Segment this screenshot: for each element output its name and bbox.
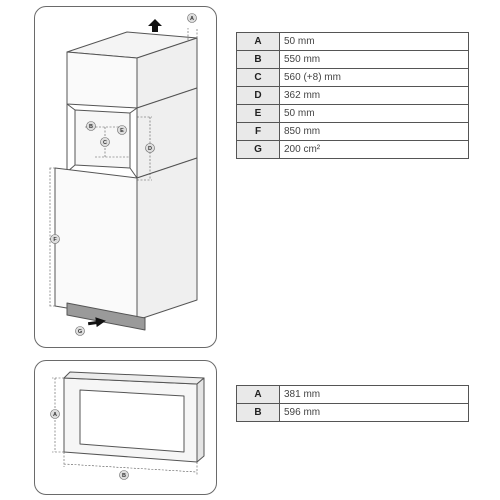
air-inlet-arrow — [87, 317, 106, 328]
dimension-value: 550 mm — [279, 50, 469, 69]
dimension-key: B — [236, 50, 280, 69]
dimension-key: G — [236, 140, 280, 159]
table-row: G 200 cm² — [236, 140, 469, 159]
callout-A: A — [187, 13, 197, 23]
svg-text:F: F — [53, 237, 57, 243]
dimension-value: 362 mm — [279, 86, 469, 105]
trim-frame — [63, 371, 205, 463]
callout-frame-B: B — [119, 470, 129, 480]
callout-E: E — [117, 125, 127, 135]
table-row: F 850 mm — [236, 122, 469, 141]
dimension-key: A — [236, 385, 280, 404]
dimension-key: E — [236, 104, 280, 123]
table-row: A 50 mm — [236, 32, 469, 51]
table-row: A 381 mm — [236, 385, 469, 404]
installation-dimensions-table: A 50 mm B 550 mm C 560 (+8) mm D 362 mm … — [236, 32, 469, 159]
frame-dimensions-panel — [34, 360, 217, 495]
dimension-value: 200 cm² — [279, 140, 469, 159]
svg-text:B: B — [89, 124, 93, 130]
callout-G: G — [75, 326, 85, 336]
frame-dimensions-table: A 381 mm B 596 mm — [236, 385, 469, 422]
callout-C: C — [100, 137, 110, 147]
table-row: E 50 mm — [236, 104, 469, 123]
table-row: C 560 (+8) mm — [236, 68, 469, 87]
callout-B: B — [86, 121, 96, 131]
table-row: D 362 mm — [236, 86, 469, 105]
callout-F: F — [50, 234, 60, 244]
dimension-value: 596 mm — [279, 403, 469, 422]
svg-text:E: E — [120, 128, 124, 134]
svg-text:A: A — [190, 16, 194, 22]
dimension-value: 50 mm — [279, 32, 469, 51]
table-row: B 550 mm — [236, 50, 469, 69]
svg-text:B: B — [122, 473, 126, 479]
dimension-key: D — [236, 86, 280, 105]
dimension-value: 381 mm — [279, 385, 469, 404]
tall-cabinet — [54, 31, 198, 331]
dimension-value: 560 (+8) mm — [279, 68, 469, 87]
dimension-key: C — [236, 68, 280, 87]
dimension-value: 50 mm — [279, 104, 469, 123]
svg-text:G: G — [78, 329, 82, 335]
svg-text:D: D — [148, 146, 152, 152]
dimension-value: 850 mm — [279, 122, 469, 141]
svg-text:C: C — [103, 140, 107, 146]
callout-frame-A: A — [50, 409, 60, 419]
dimension-key: F — [236, 122, 280, 141]
dimension-key: A — [236, 32, 280, 51]
dimension-key: B — [236, 403, 280, 422]
air-outlet-arrow — [148, 19, 162, 32]
dimension-lines — [48, 28, 198, 307]
callout-D: D — [145, 143, 155, 153]
svg-text:A: A — [53, 412, 57, 418]
table-row: B 596 mm — [236, 403, 469, 422]
